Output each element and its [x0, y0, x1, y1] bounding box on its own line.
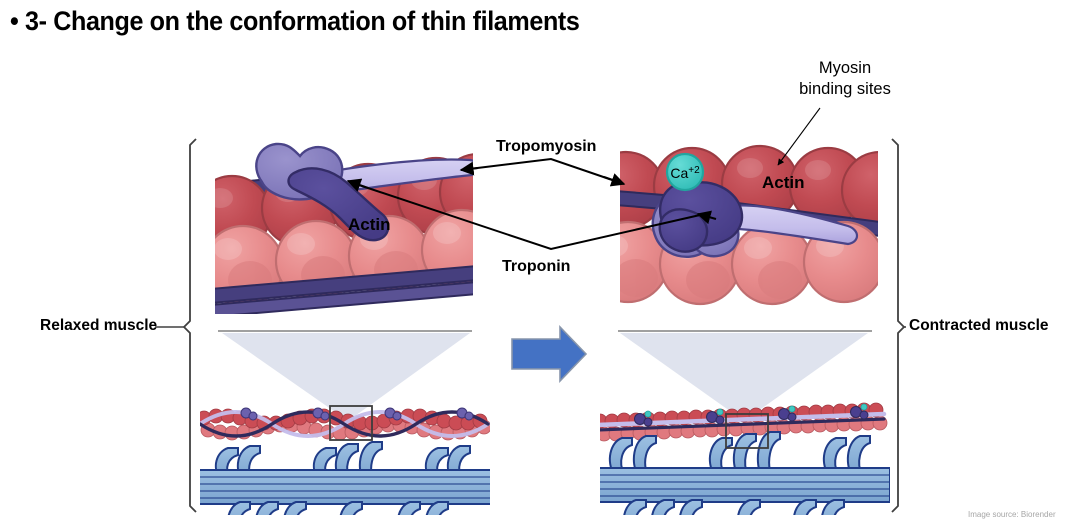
svg-text:Ca+2: Ca+2: [670, 165, 700, 181]
magnifier-cone-left: [222, 333, 470, 421]
tropomyosin-label: Tropomyosin: [496, 138, 597, 155]
myosin-binding-sites-label: Myosin binding sites: [790, 58, 900, 100]
thick-filament-right: [600, 431, 890, 515]
troponin-arrow-right: [696, 210, 717, 225]
contracted-thin-filament-zoom: Ca+2: [620, 144, 878, 306]
contracted-muscle-label: Contracted muscle: [909, 317, 1049, 334]
image-credit: Image source: Biorender: [968, 510, 1056, 519]
relaxed-muscle-label: Relaxed muscle: [40, 317, 158, 334]
thin-filament-left: [200, 407, 490, 441]
actin-label-left: Actin: [348, 215, 391, 234]
magnifier-cone-right: [620, 333, 868, 421]
tropomyosin-arrow-left: [459, 161, 479, 176]
actin-label-right: Actin: [762, 173, 805, 192]
zoom-highlight-box-right: [725, 413, 769, 449]
tropomyosin-leader-path: [460, 157, 622, 184]
calcium-label: Ca: [670, 165, 688, 181]
transition-arrow: [511, 325, 588, 383]
thick-filament-left: [200, 441, 490, 515]
contracted-bracket: [891, 138, 905, 513]
page-title: • 3- Change on the conformation of thin …: [10, 6, 580, 36]
relaxed-sarcomere: [200, 405, 490, 515]
myosin-binding-sites-line2: binding sites: [799, 80, 891, 98]
zoom-highlight-box-left: [329, 405, 373, 441]
tropomyosin-arrow-right: [603, 173, 626, 187]
thin-filament-right: [600, 402, 888, 442]
calcium-charge: +2: [688, 165, 700, 176]
troponin-arrow-left: [346, 178, 369, 192]
myosin-binding-sites-line1: Myosin: [818, 59, 872, 77]
calcium-ion-badge: Ca+2: [665, 152, 705, 192]
contracted-sarcomere: [600, 402, 890, 515]
myosin-sites-leader: [777, 107, 821, 166]
troponin-label: Troponin: [502, 258, 571, 275]
relaxed-bracket: [183, 138, 197, 513]
troponin-leader-path: [349, 181, 701, 251]
relaxed-thin-filament-zoom: [215, 142, 473, 314]
